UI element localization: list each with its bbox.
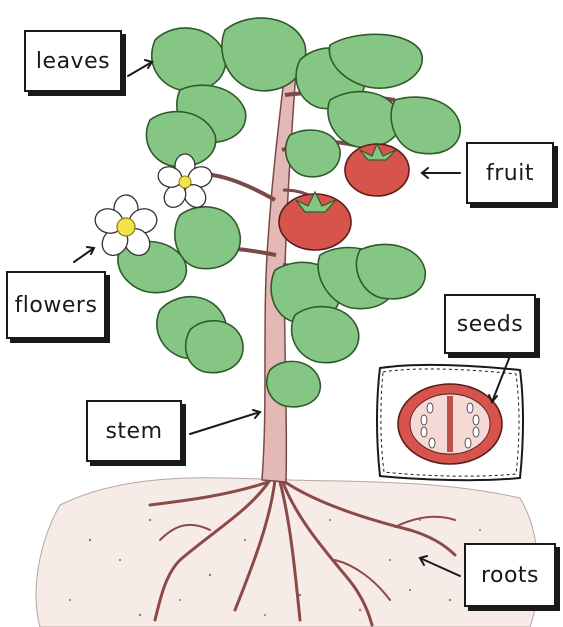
label-stem: stem xyxy=(86,400,182,462)
label-roots: roots xyxy=(464,543,556,607)
arrow-leaves xyxy=(128,62,152,76)
seeds-inset xyxy=(377,365,523,480)
label-leaves: leaves xyxy=(24,30,122,92)
arrow-flowers xyxy=(74,248,94,262)
label-seeds: seeds xyxy=(444,294,536,354)
label-fruit: fruit xyxy=(466,142,554,204)
label-flowers: flowers xyxy=(6,271,106,339)
arrow-stem xyxy=(190,412,260,434)
soil xyxy=(36,478,538,627)
